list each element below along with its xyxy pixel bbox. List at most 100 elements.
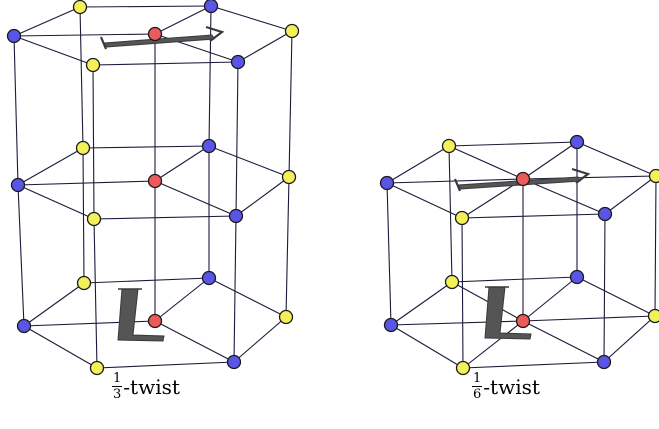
- right-layer2-ring-edge: [390, 281, 453, 326]
- left-layer1-spoke-edge: [13, 33, 156, 37]
- left-layer3-spoke-edge: [23, 320, 156, 327]
- left-layer3-ring-edge: [23, 282, 85, 327]
- left-layer3-blue-node: [201, 270, 217, 286]
- left-vertical-edge: [235, 61, 239, 217]
- left-layer3-spoke-edge: [154, 277, 210, 322]
- left-layer3-ring-edge: [233, 316, 287, 363]
- right-layer1-spoke-edge: [522, 141, 578, 180]
- left-vertical-edge: [285, 176, 290, 318]
- left-layer2-ring-edge: [17, 147, 84, 186]
- left-layer2-ring-edge: [93, 215, 237, 220]
- right-layer2-red-center-node: [515, 313, 531, 329]
- right-layer1-ring-edge: [386, 182, 463, 219]
- left-layer1-red-center-node: [147, 26, 163, 42]
- left-layer2-blue-node: [228, 208, 244, 224]
- right-layer2-yellow-node: [455, 360, 471, 376]
- left-layer3-ring-edge: [208, 277, 287, 318]
- right-top-l-marker-hook-right: [571, 167, 591, 184]
- left-layer1-ring-edge: [237, 30, 293, 63]
- right-vertical-edge: [603, 213, 606, 363]
- right-vertical-edge: [448, 145, 453, 283]
- right-layer2-ring-edge: [603, 315, 656, 363]
- left-vertical-edge: [288, 30, 293, 178]
- right-vertical-edge: [461, 217, 464, 369]
- right-layer1-blue-node: [597, 206, 613, 222]
- right-layer2-yellow-node: [444, 274, 460, 290]
- right-layer1-ring-edge: [604, 175, 657, 215]
- right-layer2-ring-edge: [462, 361, 605, 369]
- right-layer1-spoke-edge: [522, 178, 606, 215]
- left-vertical-edge: [17, 184, 25, 327]
- left-vertical-edge: [93, 218, 98, 369]
- right-layer1-yellow-node: [648, 168, 659, 184]
- left-layer1-ring-edge: [13, 6, 81, 37]
- left-layer3-yellow-node: [89, 360, 105, 376]
- left-layer3-ring-edge: [96, 361, 235, 369]
- left-layer3-spoke-edge: [154, 320, 235, 363]
- left-layer1-spoke-edge: [154, 5, 212, 35]
- left-layer2-blue-node: [201, 138, 217, 154]
- right-layer2-spoke-edge: [390, 320, 524, 326]
- left-layer1-ring-edge: [13, 35, 94, 66]
- caption-right-one-sixth-twist: 1 6 -twist: [472, 371, 540, 402]
- right-layer1-ring-edge: [461, 213, 606, 219]
- right-layer1-red-center-node: [515, 171, 531, 187]
- right-layer1-ring-edge: [386, 145, 450, 184]
- left-layer1-ring-edge: [92, 61, 239, 66]
- right-layer2-spoke-edge: [522, 315, 656, 322]
- right-layer2-spoke-edge: [522, 320, 605, 363]
- lattice-edges: [13, 5, 657, 369]
- left-layer2-spoke-edge: [154, 180, 237, 217]
- right-top-l-marker-hook-left: [453, 178, 462, 192]
- right-layer2-ring-edge: [451, 276, 578, 283]
- left-layer2-yellow-node: [86, 211, 102, 227]
- right-vertical-edge: [654, 175, 657, 317]
- left-layer1-yellow-node: [72, 0, 88, 15]
- right-layer2-ring-edge: [576, 276, 656, 317]
- left-layer2-ring-edge: [235, 176, 290, 217]
- left-layer2-ring-edge: [17, 184, 95, 220]
- left-layer2-spoke-edge: [154, 145, 210, 182]
- right-layer2-spoke-edge: [522, 276, 578, 322]
- left-vertical-edge: [92, 64, 95, 220]
- right-layer2-blue-node: [383, 317, 399, 333]
- left-layer2-blue-node: [10, 177, 26, 193]
- left-layer3-ring-edge: [23, 325, 98, 369]
- right-layer1-spoke-edge: [448, 145, 524, 180]
- right-layer1-ring-edge: [448, 141, 578, 147]
- left-top-l-marker-hook-left: [99, 36, 108, 50]
- left-vertical-edge: [82, 147, 85, 284]
- right-layer2-blue-node: [596, 354, 612, 370]
- right-layer2-blue-node: [569, 269, 585, 285]
- left-layer1-yellow-node: [85, 57, 101, 73]
- left-layer3-blue-node: [226, 354, 242, 370]
- left-layer3-blue-node: [16, 318, 32, 334]
- left-top-l-marker-hook-right: [205, 25, 225, 42]
- left-layer1-yellow-node: [284, 23, 300, 39]
- fraction-one-sixth: 1 6: [472, 371, 483, 402]
- left-vertical-edge: [79, 6, 84, 149]
- left-layer1-blue-node: [230, 54, 246, 70]
- left-layer2-ring-edge: [208, 145, 290, 178]
- right-layer1-blue-node: [379, 175, 395, 191]
- left-layer3-red-center-node: [147, 313, 163, 329]
- left-layer2-yellow-node: [281, 169, 297, 185]
- left-layer1-ring-edge: [210, 5, 293, 32]
- left-vertical-edge: [233, 215, 237, 363]
- right-layer1-blue-node: [569, 134, 585, 150]
- left-layer2-red-center-node: [147, 173, 163, 189]
- right-layer2-spoke-edge: [462, 320, 524, 369]
- left-layer3-ring-edge: [83, 277, 210, 284]
- right-vertical-edge: [386, 182, 392, 326]
- left-layer1-blue-node: [203, 0, 219, 14]
- left-layer2-yellow-node: [75, 140, 91, 156]
- right-layer2-yellow-node: [647, 308, 659, 324]
- left-layer2-ring-edge: [82, 145, 210, 149]
- l-shape-markers: [99, 25, 591, 342]
- left-layer2-spoke-edge: [17, 180, 156, 186]
- right-layer1-spoke-edge: [522, 175, 657, 180]
- right-layer1-ring-edge: [576, 141, 657, 177]
- left-vertical-edge: [13, 35, 19, 186]
- caption-left-one-third-twist: 1 3 -twist: [112, 371, 180, 402]
